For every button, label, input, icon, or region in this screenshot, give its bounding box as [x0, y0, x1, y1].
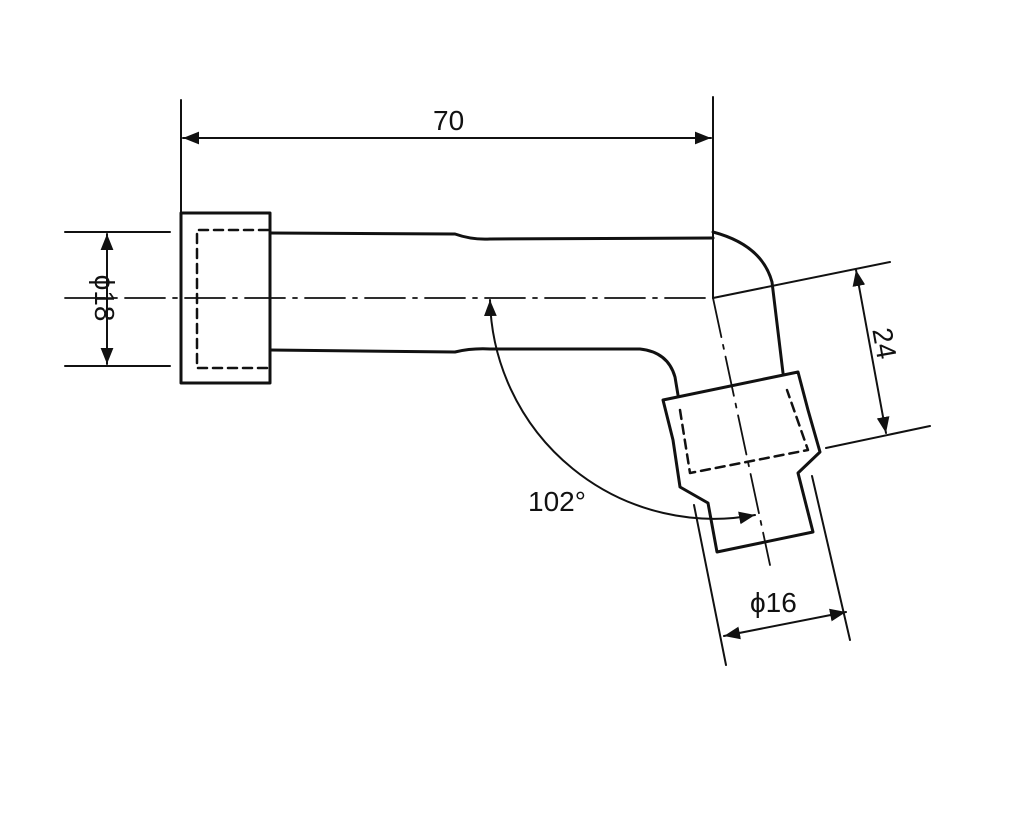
dim-label-inlet-diameter: ϕ18 [89, 275, 120, 322]
extension-lines [64, 96, 931, 666]
dim-label-outlet-diameter: ϕ16 [750, 587, 797, 618]
dim-label-angle: 102° [528, 486, 586, 517]
hidden-lines [195, 228, 810, 475]
angle-arc-102 [483, 299, 756, 525]
dim-line-phi16 [723, 608, 847, 640]
dimension-lines [100, 131, 890, 640]
dim-label-length: 70 [433, 105, 464, 136]
connector-body [179, 211, 822, 554]
tube-top-edge [268, 231, 715, 241]
centerlines [64, 297, 771, 566]
tube-bottom-edge [268, 347, 680, 397]
dim-label-offset: 24 [866, 325, 902, 361]
dim-line-24 [852, 269, 890, 434]
inlet-cap [179, 211, 272, 385]
outlet-collar [661, 370, 822, 554]
elbow-outer [711, 230, 785, 375]
